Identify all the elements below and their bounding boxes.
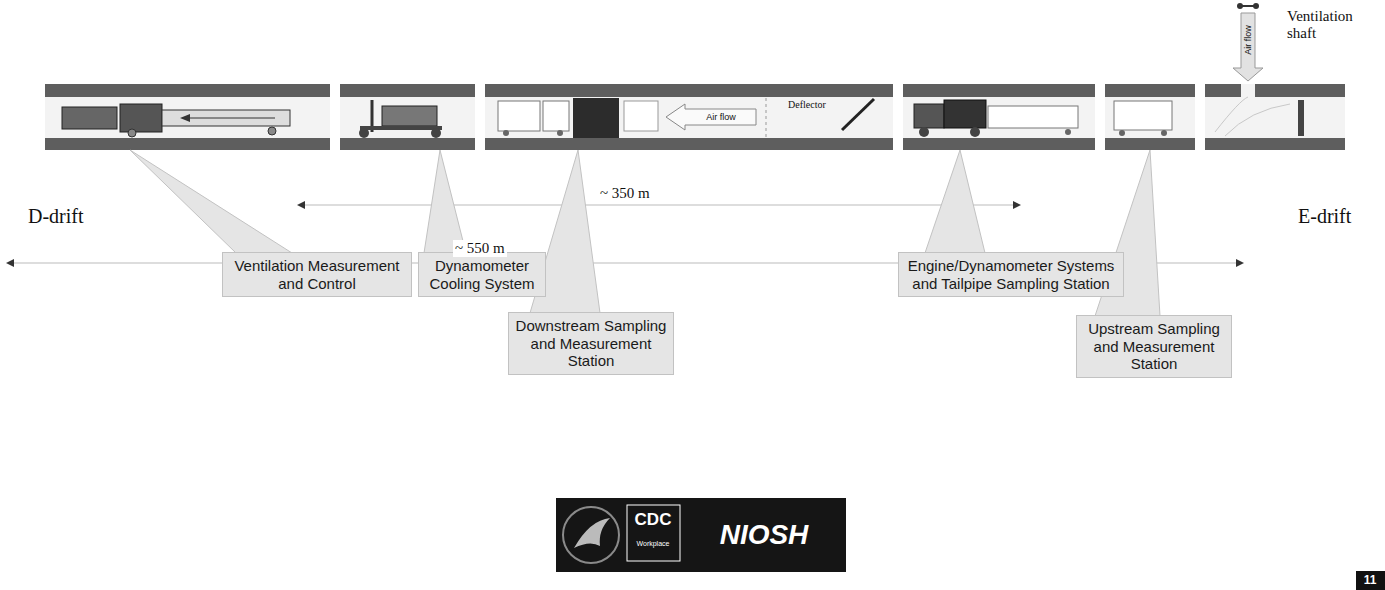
- airflow-label: Air flow: [706, 112, 736, 122]
- stopping-panel: [573, 98, 619, 138]
- rock-band: [485, 138, 893, 150]
- drift-panels: [45, 84, 1345, 150]
- callout-text: Ventilation Measurement and Control: [229, 257, 405, 292]
- rock-band: [485, 84, 893, 97]
- rock-band: [1105, 84, 1195, 97]
- wheel: [1161, 130, 1167, 136]
- hhs-emblem: [574, 518, 610, 548]
- arrowhead: [6, 259, 14, 267]
- callout-text: Upstream Sampling and Measurement Statio…: [1083, 320, 1225, 373]
- airflow-arrow: [666, 104, 756, 130]
- deflector: [842, 99, 874, 130]
- door: [1298, 100, 1304, 136]
- trailer: [498, 101, 540, 131]
- dashed-line: [766, 98, 767, 137]
- arrowhead: [1236, 259, 1244, 267]
- drift-interior: [1105, 97, 1195, 138]
- wheel: [359, 128, 369, 138]
- logo-ground: [556, 498, 846, 572]
- page-number: 11: [1364, 574, 1377, 588]
- engine: [914, 104, 944, 128]
- cdc-box: [627, 505, 680, 561]
- rock-band: [1205, 138, 1345, 150]
- callout-box: Upstream Sampling and Measurement Statio…: [1076, 315, 1232, 378]
- rock-band: [1205, 84, 1345, 97]
- wheel: [557, 130, 563, 136]
- drift-label: D-drift: [28, 205, 84, 228]
- rock-band: [903, 138, 1095, 150]
- drift-interior: [45, 97, 330, 138]
- rock-band: [45, 138, 330, 150]
- logo-text: CDC: [635, 510, 672, 530]
- page-number-box: [1356, 571, 1385, 590]
- logo-text: NIOSH: [720, 519, 809, 551]
- trailer: [1114, 101, 1172, 130]
- drift-interior: [1205, 97, 1345, 138]
- fan: [120, 104, 162, 132]
- duct: [162, 110, 290, 126]
- trailer: [543, 101, 569, 131]
- callout-pointer: [424, 150, 466, 253]
- wheel: [919, 127, 929, 137]
- airflow-arrow: [1233, 13, 1263, 81]
- shaft-symbol: [1237, 3, 1243, 9]
- duct-arrow: [180, 114, 190, 122]
- wheel: [268, 127, 276, 135]
- callout-text: Downstream Sampling and Measurement Stat…: [515, 317, 667, 370]
- wheel: [1119, 130, 1125, 136]
- callout-box: Downstream Sampling and Measurement Stat…: [508, 312, 674, 375]
- shaft-label: Ventilation shaft: [1287, 8, 1379, 43]
- callout-pointer: [925, 150, 985, 253]
- rock-band: [340, 84, 475, 97]
- rock-band: [45, 84, 330, 97]
- airflow-curve: [1215, 97, 1248, 132]
- engine: [944, 100, 986, 128]
- trailer: [624, 101, 658, 131]
- cart: [360, 126, 442, 130]
- deflector-label: Deflector: [788, 99, 826, 111]
- shaft-symbol: [1241, 5, 1255, 7]
- rock-band: [340, 138, 475, 150]
- callout-text: Engine/Dynamometer Systems and Tailpipe …: [905, 257, 1117, 292]
- shaft-opening: [1241, 84, 1255, 97]
- drift-interior: [485, 97, 893, 138]
- trailer: [988, 106, 1078, 128]
- drift-interior: [340, 97, 475, 138]
- callout-text: Dynamometer Cooling System: [425, 257, 539, 292]
- callout-pointer: [130, 150, 292, 253]
- wheel: [431, 128, 441, 138]
- arrowhead: [297, 201, 305, 209]
- hhs-emblem: [563, 507, 619, 563]
- fan: [62, 107, 117, 129]
- shaft-symbol: [1253, 3, 1259, 9]
- airflow-label: Air flow: [1243, 25, 1253, 55]
- wheel: [1065, 129, 1071, 135]
- rock-band: [903, 84, 1095, 97]
- callout-box: Engine/Dynamometer Systems and Tailpipe …: [898, 252, 1124, 297]
- drift-interior: [903, 97, 1095, 138]
- wheel: [128, 129, 136, 137]
- arrowhead: [1013, 201, 1021, 209]
- airflow-curve: [1225, 104, 1290, 136]
- wheel: [503, 130, 509, 136]
- logo-text: Workplace: [637, 540, 670, 548]
- rock-band: [1105, 138, 1195, 150]
- callout-box: Dynamometer Cooling System: [418, 252, 546, 297]
- drift-label: E-drift: [1298, 205, 1351, 228]
- dimension-line: [304, 205, 1014, 206]
- wheel: [970, 127, 980, 137]
- dimension-label: ~ 550 m: [453, 240, 507, 257]
- cart: [382, 106, 437, 126]
- duct-arrow: [185, 118, 275, 119]
- callout-box: Ventilation Measurement and Control: [222, 252, 412, 297]
- dimension-label: ~ 350 m: [598, 185, 652, 202]
